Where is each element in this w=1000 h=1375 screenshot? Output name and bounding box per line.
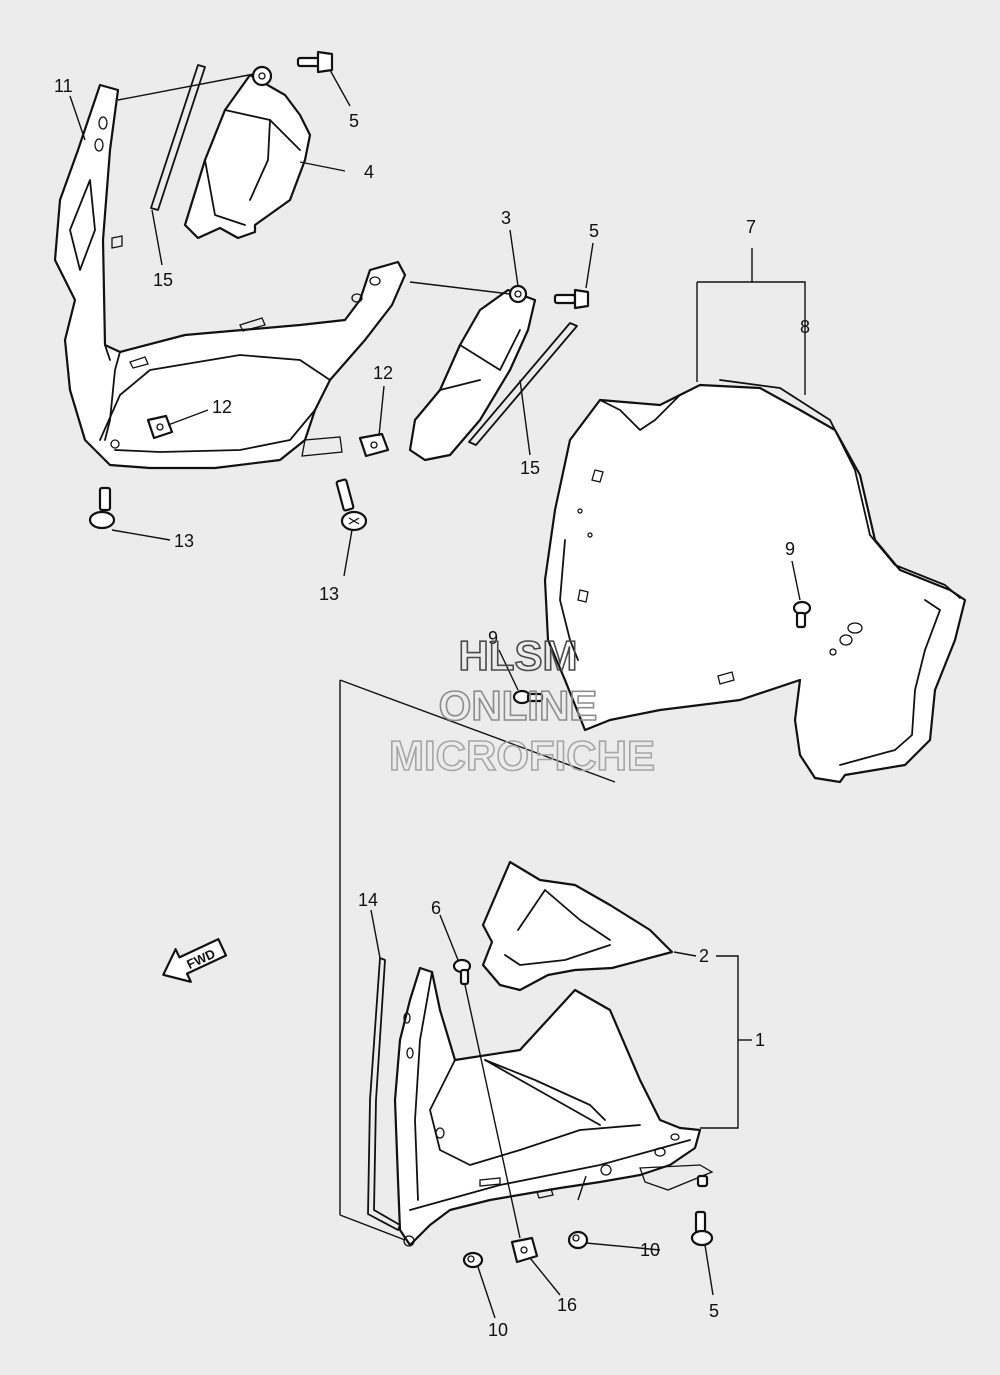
callout-10-right: 10 bbox=[640, 1240, 660, 1260]
callout-6: 6 bbox=[431, 898, 441, 918]
callout-15-upper: 15 bbox=[153, 270, 173, 290]
bolt-part-13-a bbox=[88, 486, 116, 530]
callout-5-lower: 5 bbox=[709, 1301, 719, 1321]
inner-panel-part-11 bbox=[53, 83, 407, 470]
callout-1: 1 bbox=[755, 1030, 765, 1050]
seal-strip-part-14 bbox=[367, 957, 401, 1231]
watermark-line-2: ONLINE bbox=[439, 682, 598, 729]
callout-9-left: 9 bbox=[488, 628, 498, 648]
callout-13-left: 13 bbox=[174, 531, 194, 551]
bolt-part-13-b bbox=[335, 478, 368, 532]
callout-7: 7 bbox=[746, 217, 756, 237]
watermark: HLSM ONLINE MICROFICHE bbox=[388, 631, 656, 780]
screw-part-9-b bbox=[512, 689, 544, 705]
windshield-part-7 bbox=[543, 379, 967, 784]
callout-10-left: 10 bbox=[488, 1320, 508, 1340]
duct-part-3 bbox=[408, 284, 537, 462]
callout-5-middle: 5 bbox=[589, 221, 599, 241]
watermark-line-1: HLSM bbox=[459, 632, 578, 679]
callout-9-right: 9 bbox=[785, 539, 795, 559]
seal-strip-part-15-upper bbox=[150, 64, 206, 211]
callout-14: 14 bbox=[358, 890, 378, 910]
bolt-part-5-lower bbox=[690, 1174, 714, 1247]
callout-12-right: 12 bbox=[373, 363, 393, 383]
callout-15-middle: 15 bbox=[520, 458, 540, 478]
callout-4: 4 bbox=[364, 162, 374, 182]
callout-2: 2 bbox=[699, 946, 709, 966]
screw-part-6 bbox=[452, 958, 472, 986]
callout-8: 8 bbox=[800, 317, 810, 337]
nut-clip-part-12-a bbox=[146, 414, 174, 440]
collar-part-10-b bbox=[567, 1230, 589, 1250]
collar-part-10-a bbox=[462, 1251, 484, 1269]
duct-part-4 bbox=[183, 65, 312, 240]
nut-clip-part-16 bbox=[510, 1236, 539, 1264]
callout-labels: 11 5 4 15 3 5 7 8 12 12 15 13 13 9 9 14 … bbox=[54, 76, 810, 1340]
leader-lines bbox=[69, 69, 806, 1319]
seal-strip-part-15-middle bbox=[468, 322, 578, 446]
watermark-line-3: MICROFICHE bbox=[389, 732, 655, 779]
screw-part-9-a bbox=[792, 600, 812, 629]
front-cowling-part-1 bbox=[393, 860, 714, 1247]
nut-clip-part-12-b bbox=[358, 432, 390, 458]
callout-11: 11 bbox=[54, 76, 73, 96]
callout-5-upper: 5 bbox=[349, 111, 359, 131]
callout-12-left: 12 bbox=[212, 397, 232, 417]
screw-part-5-upper bbox=[296, 50, 334, 74]
screw-part-5-middle bbox=[553, 288, 590, 310]
forward-arrow-icon: FWD bbox=[162, 938, 228, 983]
callout-13-right: 13 bbox=[319, 584, 339, 604]
callout-16: 16 bbox=[557, 1295, 577, 1315]
callout-3: 3 bbox=[501, 208, 511, 228]
